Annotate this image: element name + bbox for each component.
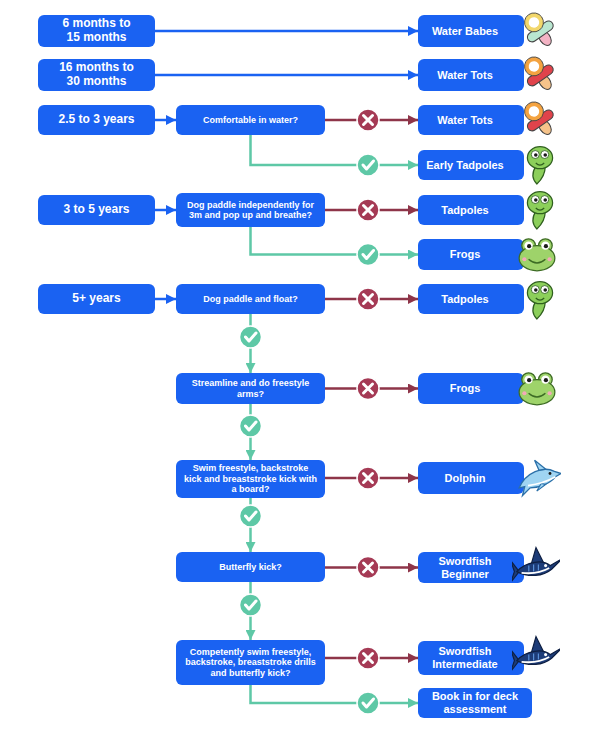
no-icon: [357, 199, 379, 221]
flow-arrow: [155, 119, 176, 122]
age-box: 2.5 to 3 years: [38, 105, 155, 135]
decision-box: Dog paddle independently for 3m and pop …: [176, 193, 325, 227]
box-text: Dog paddle independently for 3m and pop …: [184, 200, 318, 221]
yes-icon: [357, 244, 379, 266]
tadpole-icon: [527, 282, 552, 319]
box-text: Dolphin: [445, 472, 486, 485]
no-icon: [357, 109, 379, 131]
flow-arrow: [325, 298, 418, 301]
yes-icon: [240, 326, 262, 348]
flow-arrow: [155, 298, 176, 301]
flow-arrow: [155, 30, 418, 33]
box-text: Early Tadpoles: [426, 159, 503, 172]
class-box: Dolphin: [418, 462, 524, 494]
box-text: Tadpoles: [441, 204, 488, 217]
class-box: Swordfish Beginner: [418, 552, 524, 583]
box-text: 5+ years: [72, 292, 120, 306]
flow-arrow: [325, 119, 418, 122]
no-icon: [357, 647, 379, 669]
box-text: 2.5 to 3 years: [58, 113, 134, 127]
box-text: Frogs: [450, 382, 481, 395]
box-text: Swim freestyle, backstroke kick and brea…: [184, 463, 318, 494]
decision-box: Comfortable in water?: [176, 105, 325, 135]
box-text: Streamline and do freestyle arms?: [184, 378, 318, 399]
box-text: Swordfish Beginner: [422, 555, 508, 580]
class-box: Swordfish Intermediate: [418, 641, 524, 675]
no-icon: [357, 557, 379, 579]
outcome-box: Book in for deck assessment: [418, 688, 532, 718]
box-text: Competently swim freestyle, backstroke, …: [184, 647, 318, 678]
flow-arrow: [325, 657, 418, 660]
box-text: Book in for deck assessment: [430, 690, 520, 715]
decision-box: Swim freestyle, backstroke kick and brea…: [176, 460, 325, 498]
age-box: 3 to 5 years: [38, 195, 155, 225]
yes-icon: [240, 594, 262, 616]
class-box: Tadpoles: [418, 284, 524, 314]
box-text: Tadpoles: [441, 293, 488, 306]
yes-icon: [357, 692, 379, 714]
flow-arrow: [325, 477, 418, 480]
class-box: Early Tadpoles: [418, 150, 524, 180]
class-box: Water Tots: [418, 105, 524, 135]
class-box: Water Tots: [418, 59, 524, 91]
box-text: Butterfly kick?: [219, 562, 282, 572]
decision-box: Butterfly kick?: [176, 552, 325, 582]
box-text: Water Tots: [437, 114, 493, 127]
flow-arrow: [249, 314, 252, 373]
box-text: 3 to 5 years: [63, 203, 129, 217]
flow-arrow: [325, 566, 418, 569]
tadpole-icon: [527, 192, 552, 229]
tadpole-icon: [527, 147, 552, 184]
flow-arrow: [251, 685, 419, 703]
class-box: Tadpoles: [418, 195, 524, 225]
frog-icon: [519, 239, 555, 271]
class-box: Water Babes: [418, 15, 524, 47]
no-icon: [357, 288, 379, 310]
box-text: 16 months to 30 months: [56, 61, 137, 89]
flow-arrow: [155, 74, 418, 77]
decision-box: Dog paddle and float?: [176, 284, 325, 314]
age-box: 16 months to 30 months: [38, 59, 155, 91]
box-text: 6 months to 15 months: [56, 17, 137, 45]
decision-box: Competently swim freestyle, backstroke, …: [176, 640, 325, 685]
class-box: Frogs: [418, 373, 524, 404]
flow-arrow: [249, 498, 252, 552]
age-box: 5+ years: [38, 284, 155, 314]
box-text: Frogs: [450, 248, 481, 261]
flow-arrow: [155, 209, 176, 212]
yes-icon: [240, 505, 262, 527]
box-text: Water Tots: [437, 69, 493, 82]
flow-arrow: [249, 404, 252, 460]
box-text: Water Babes: [432, 25, 498, 38]
dolphin-icon: [519, 460, 561, 495]
flow-arrow: [251, 135, 419, 165]
frog-icon: [519, 373, 555, 405]
flow-arrow: [325, 387, 418, 390]
class-box: Frogs: [418, 239, 524, 270]
yes-icon: [240, 415, 262, 437]
box-text: Comfortable in water?: [203, 115, 298, 125]
flow-arrow: [325, 209, 418, 212]
box-text: Dog paddle and float?: [203, 294, 298, 304]
no-icon: [357, 467, 379, 489]
decision-box: Streamline and do freestyle arms?: [176, 373, 325, 404]
age-box: 6 months to 15 months: [38, 15, 155, 47]
yes-icon: [357, 154, 379, 176]
flow-arrow: [251, 227, 419, 255]
box-text: Swordfish Intermediate: [422, 645, 508, 670]
flow-arrow: [249, 582, 252, 640]
no-icon: [357, 378, 379, 400]
